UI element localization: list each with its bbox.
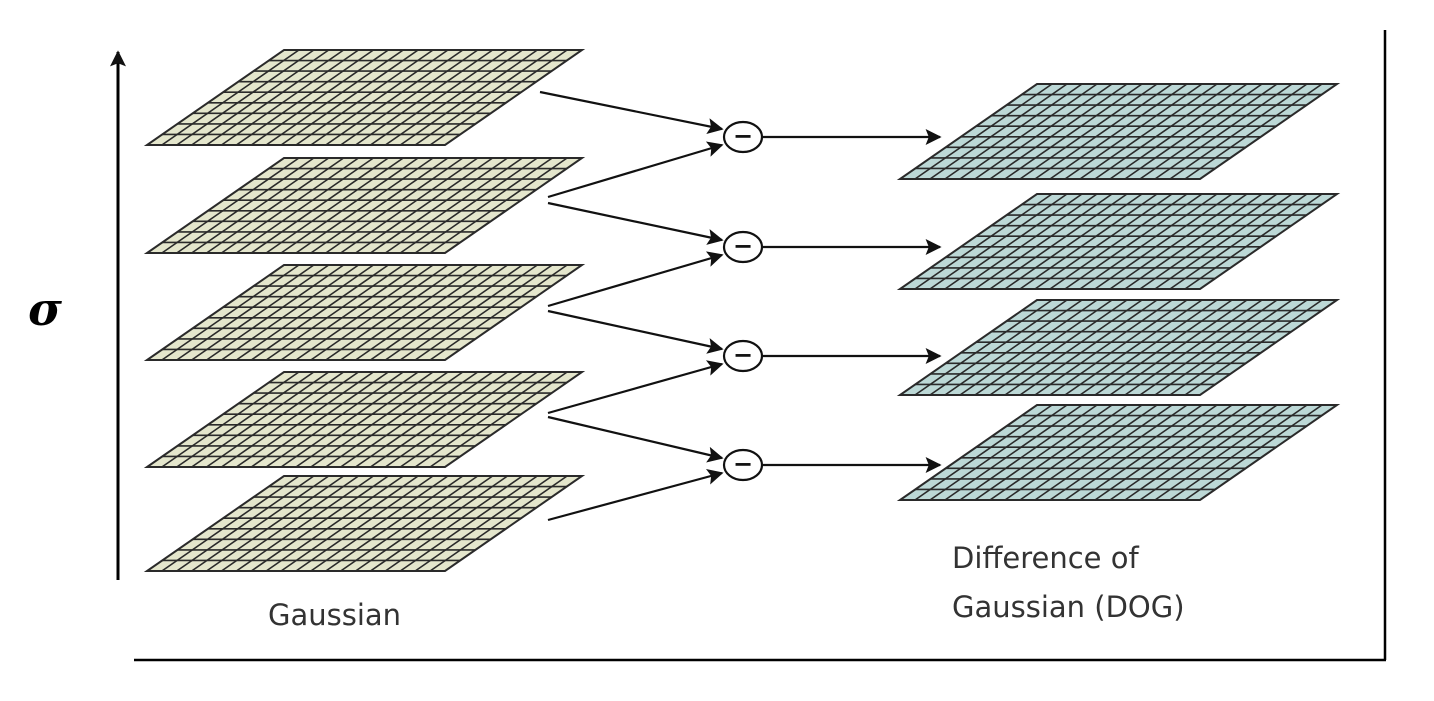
dog-layer-2 xyxy=(896,193,1341,290)
gaussian-layer-4 xyxy=(143,371,586,468)
gaussian-layer-2 xyxy=(143,157,586,254)
arrow-g5-to-op4 xyxy=(547,469,724,522)
dog-layer-3 xyxy=(896,299,1341,396)
gaussian-layer-5 xyxy=(143,475,586,572)
figure-frame xyxy=(110,30,1387,662)
sigma-axis-label: σ xyxy=(28,282,62,336)
minus-sign: − xyxy=(733,341,753,369)
arrow-g1-to-op1 xyxy=(539,90,724,134)
arrow-g4-to-op3 xyxy=(547,360,724,415)
subtract-operator-2: − xyxy=(722,230,764,264)
minus-sign: − xyxy=(733,122,753,150)
subtract-operator-3: − xyxy=(722,339,764,373)
gaussian-layer-3 xyxy=(143,264,586,361)
minus-sign: − xyxy=(733,232,753,260)
gaussian-label: Gaussian xyxy=(268,598,402,632)
dog-layer-4 xyxy=(896,404,1341,501)
subtract-operator-1: − xyxy=(722,120,764,154)
arrow-g3-to-op2 xyxy=(547,251,724,308)
subtract-operator-4: − xyxy=(722,448,764,482)
dog-label-line2: Gaussian (DOG) xyxy=(952,590,1185,624)
arrow-g2-to-op1 xyxy=(547,141,724,199)
arrow-g2-to-op2 xyxy=(547,201,724,245)
minus-sign: − xyxy=(733,450,753,478)
arrow-g3-to-op3 xyxy=(547,309,724,354)
arrow-g4-to-op4 xyxy=(547,415,724,463)
dog-layer-1 xyxy=(896,83,1341,180)
gaussian-layer-1 xyxy=(143,49,586,146)
dog-label-line1: Difference of xyxy=(952,541,1139,575)
